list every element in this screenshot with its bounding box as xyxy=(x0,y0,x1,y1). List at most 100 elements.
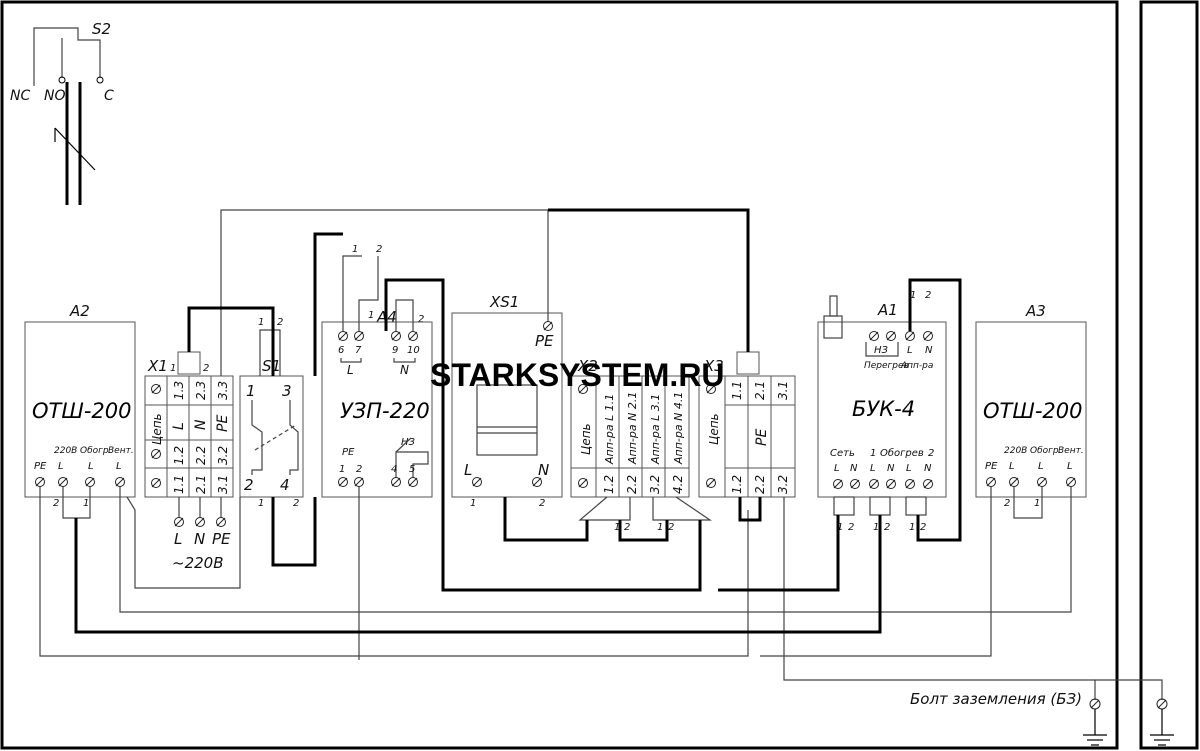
svg-text:2.3: 2.3 xyxy=(194,381,208,400)
svg-text:L: L xyxy=(347,363,354,377)
svg-text:Перегрев: Перегрев xyxy=(864,361,909,371)
svg-text:L: L xyxy=(174,530,182,548)
terminal-x3: X3 Цепь 1.1 2.1 3.1 PE 1.2 2.2 3.2 xyxy=(698,351,796,498)
a3-name: ОТШ-200 xyxy=(983,399,1082,423)
x3-ref: X3 xyxy=(703,357,724,375)
svg-text:1: 1 xyxy=(614,522,620,533)
switch-s1: 1 2 S1 1 3 2 4 1 2 xyxy=(239,317,304,509)
svg-text:1: 1 xyxy=(83,498,89,509)
ground-label: Болт заземления (БЗ) xyxy=(910,690,1082,708)
svg-text:PE: PE xyxy=(754,429,770,446)
svg-text:L: L xyxy=(1038,461,1044,472)
svg-text:4: 4 xyxy=(280,476,290,494)
svg-text:Апп-ра: Апп-ра xyxy=(900,361,933,371)
svg-text:L: L xyxy=(171,422,187,430)
terminal-x2: X2 Цепь Апп-ра L 1.1 Апп-ра N 2.1 Апп-ра… xyxy=(570,357,712,533)
a2-ref: A2 xyxy=(69,302,90,320)
svg-text:10: 10 xyxy=(407,345,420,356)
svg-text:PE: PE xyxy=(215,415,231,432)
xs1-ref: XS1 xyxy=(489,293,519,311)
svg-text:2: 2 xyxy=(539,498,545,509)
device-uzp-220: 1 2 A4 1 2 6 7 9 10 L N УЗП-220 PE 1 2 Н… xyxy=(321,244,433,498)
svg-text:L: L xyxy=(906,463,912,474)
svg-text:2: 2 xyxy=(928,448,934,459)
svg-text:1: 1 xyxy=(657,522,663,533)
svg-text:Апп-ра N 4.1: Апп-ра N 4.1 xyxy=(672,392,685,465)
svg-text:2: 2 xyxy=(203,363,209,374)
side-frame xyxy=(1139,0,1199,750)
svg-text:1: 1 xyxy=(368,310,374,321)
svg-text:1: 1 xyxy=(1034,498,1040,509)
s2-c: C xyxy=(104,88,114,104)
svg-text:6: 6 xyxy=(338,345,344,356)
svg-text:3.2: 3.2 xyxy=(216,446,230,465)
svg-text:L: L xyxy=(58,461,64,472)
svg-text:1: 1 xyxy=(837,522,843,533)
svg-text:N: N xyxy=(925,345,933,356)
svg-text:N: N xyxy=(538,461,549,479)
svg-text:2: 2 xyxy=(293,498,299,509)
svg-text:PE: PE xyxy=(342,447,355,458)
svg-text:L: L xyxy=(834,463,840,474)
svg-text:1: 1 xyxy=(873,522,879,533)
svg-text:Обогр.: Обогр. xyxy=(1030,446,1061,456)
svg-text:1: 1 xyxy=(470,498,476,509)
svg-text:4: 4 xyxy=(391,464,397,475)
svg-text:Апп-ра L 1.1: Апп-ра L 1.1 xyxy=(603,394,616,465)
svg-text:1: 1 xyxy=(909,522,915,533)
svg-text:Обогр.: Обогр. xyxy=(80,446,111,456)
svg-text:Цепь: Цепь xyxy=(579,423,593,455)
svg-text:1: 1 xyxy=(352,244,358,255)
svg-text:2: 2 xyxy=(277,317,283,328)
device-a3: A3 ОТШ-200 220В Обогр. Вент. PE L L L 2 … xyxy=(975,302,1087,509)
ground-bolt: Болт заземления (БЗ) xyxy=(910,690,1174,746)
svg-text:N: N xyxy=(924,463,932,474)
s2-no: NO xyxy=(44,88,66,104)
main-frame xyxy=(0,0,1119,750)
svg-text:N: N xyxy=(193,419,209,430)
svg-text:2: 2 xyxy=(418,314,424,325)
svg-text:1.1: 1.1 xyxy=(730,381,744,400)
svg-text:L: L xyxy=(1067,461,1073,472)
svg-text:Вент.: Вент. xyxy=(1058,446,1084,456)
svg-text:2.2: 2.2 xyxy=(753,475,767,494)
svg-text:3.2: 3.2 xyxy=(648,475,662,494)
svg-text:3: 3 xyxy=(282,382,292,400)
svg-text:L: L xyxy=(116,461,122,472)
x1-ref: X1 xyxy=(147,357,168,375)
svg-text:3.2: 3.2 xyxy=(776,475,790,494)
svg-text:PE: PE xyxy=(985,461,998,472)
svg-text:2.2: 2.2 xyxy=(625,475,639,494)
svg-text:L: L xyxy=(88,461,94,472)
svg-text:N: N xyxy=(850,463,858,474)
svg-text:5: 5 xyxy=(409,464,415,475)
svg-text:2: 2 xyxy=(1004,498,1010,509)
svg-text:L: L xyxy=(907,345,913,356)
svg-text:2.2: 2.2 xyxy=(194,446,208,465)
svg-text:Апп-ра N 2.1: Апп-ра N 2.1 xyxy=(626,392,639,465)
svg-text:PE: PE xyxy=(535,332,554,350)
svg-text:9: 9 xyxy=(392,345,398,356)
svg-text:2: 2 xyxy=(356,464,362,475)
svg-text:PE: PE xyxy=(212,530,231,548)
svg-text:1.1: 1.1 xyxy=(172,475,186,494)
buk-name: БУК-4 xyxy=(852,397,915,421)
svg-text:2: 2 xyxy=(848,522,854,533)
svg-text:2: 2 xyxy=(53,498,59,509)
svg-text:3.1: 3.1 xyxy=(776,381,790,400)
buk-a1: A1 xyxy=(877,301,898,319)
device-buk-4: 1 2 A1 НЗ L N Перегрев Апп-ра БУК-4 Сеть… xyxy=(817,290,947,533)
svg-text:PE: PE xyxy=(34,461,47,472)
svg-text:Цепь: Цепь xyxy=(150,413,164,445)
svg-text:L: L xyxy=(870,463,876,474)
svg-text:L: L xyxy=(464,461,472,479)
svg-text:1: 1 xyxy=(910,290,916,301)
svg-text:3.3: 3.3 xyxy=(216,381,230,400)
svg-text:1: 1 xyxy=(339,464,345,475)
svg-text:2: 2 xyxy=(244,476,254,494)
svg-text:Вент.: Вент. xyxy=(108,446,134,456)
a2-name: ОТШ-200 xyxy=(32,399,131,423)
svg-text:2.1: 2.1 xyxy=(753,381,767,400)
s2-ref: S2 xyxy=(92,20,111,38)
